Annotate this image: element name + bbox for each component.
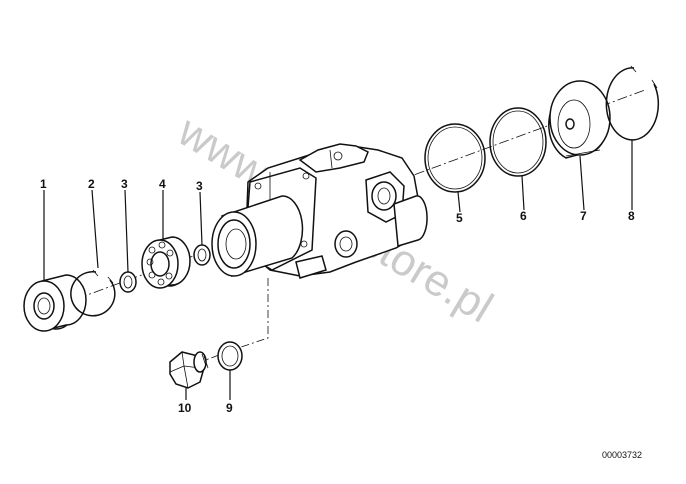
label-2: 2 (88, 177, 95, 191)
part-5-o-ring (424, 123, 486, 193)
label-3b: 3 (196, 179, 203, 193)
label-6: 6 (520, 209, 527, 223)
part-8-snap-ring (605, 65, 660, 141)
label-10: 10 (178, 401, 192, 415)
leader-lines (43, 140, 633, 400)
label-5: 5 (456, 211, 463, 225)
part-6-o-ring (489, 107, 547, 177)
part-1-seal (23, 274, 87, 332)
label-9: 9 (226, 401, 233, 415)
part-2-circlip (70, 269, 116, 317)
part-4-ball-bearing (141, 236, 191, 289)
part-3-ring-right (193, 244, 211, 266)
label-1: 1 (40, 177, 47, 191)
part-7-cover-cap (548, 80, 611, 159)
part-10-screw-plug (169, 351, 209, 389)
label-7: 7 (580, 209, 587, 223)
pump-housing (211, 143, 428, 279)
label-4: 4 (159, 177, 166, 191)
diagram-reference-number: 00003732 (602, 450, 642, 460)
part-3-ring-left (119, 271, 137, 293)
part-9-washer (217, 341, 243, 371)
label-8: 8 (628, 209, 635, 223)
label-3a: 3 (121, 177, 128, 191)
